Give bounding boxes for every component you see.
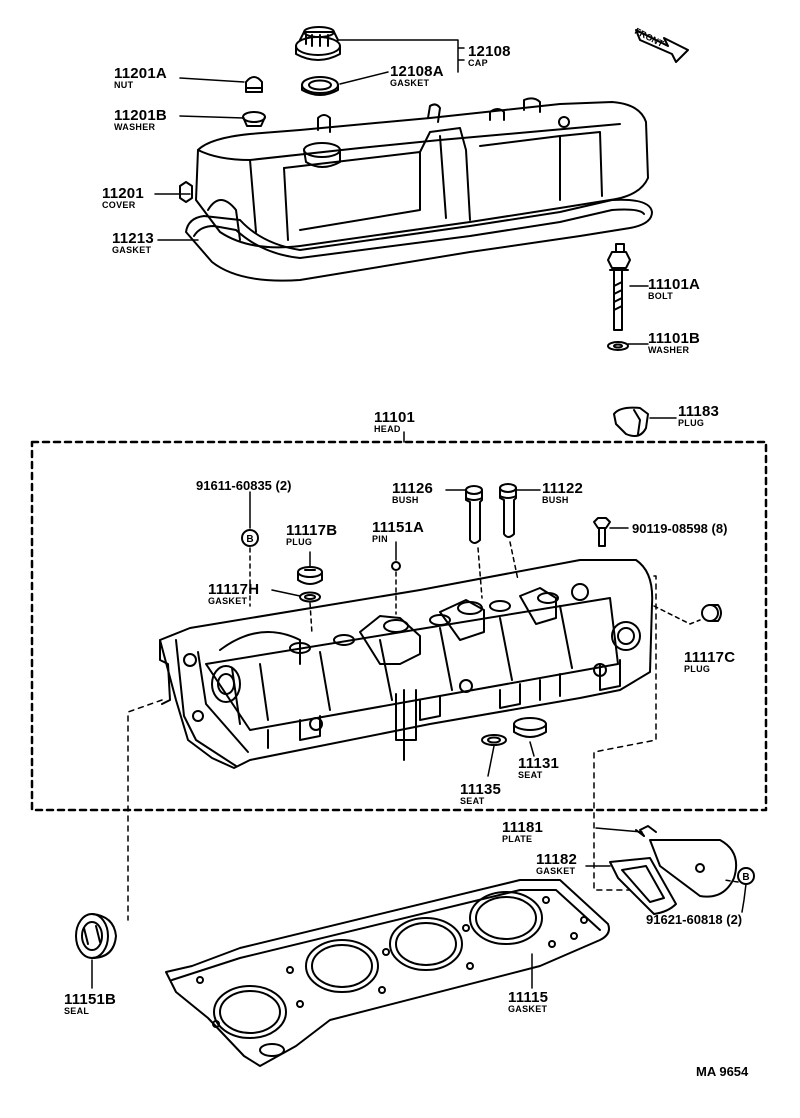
- label-11117C: 11117C PLUG: [684, 649, 736, 674]
- front-arrow-icon: FRONT: [633, 26, 689, 63]
- oil-filler-cap: [295, 26, 341, 61]
- label-11117H: 11117H GASKET: [208, 581, 260, 606]
- gasket-11182: [609, 857, 677, 915]
- head-cover-gasket: [185, 198, 653, 282]
- label-91621-60818: 91621-60818 (2): [646, 912, 743, 927]
- cap-nut: [245, 76, 263, 93]
- label-11126: 11126 BUSH: [392, 480, 434, 505]
- label-11151A: 11151A PIN: [372, 519, 425, 544]
- label-11115: 11115 GASKET: [508, 989, 549, 1014]
- label-11151B: 11151B SEAL: [64, 991, 117, 1016]
- label-11117B: 11117B PLUG: [286, 522, 338, 547]
- svg-text:B: B: [246, 534, 253, 545]
- figure-code: MA 9654: [696, 1064, 749, 1079]
- label-11201B: 11201B WASHER: [114, 107, 167, 132]
- plate-11181: [635, 825, 738, 898]
- ref-marker-lower: B: [737, 867, 755, 885]
- cap-gasket: [301, 76, 339, 96]
- plug-11117B: [297, 566, 323, 585]
- label-11182: 11182 GASKET: [536, 851, 578, 876]
- label-11101B: 11101B WASHER: [648, 330, 701, 355]
- head-assembly-boundary: [30, 440, 768, 812]
- cover-bolt: [607, 243, 631, 331]
- valve-guide-bush-11122: [499, 483, 517, 538]
- ref-marker-upper: B: [241, 529, 259, 547]
- plug-11117C: [701, 604, 722, 622]
- cap-washer: [242, 111, 266, 127]
- svg-text:B: B: [742, 872, 749, 883]
- cylinder-head-gasket: [165, 879, 610, 1067]
- label-11131: 11131 SEAT: [518, 755, 560, 780]
- label-90119-08598: 90119-08598 (8): [632, 521, 728, 536]
- label-11135: 11135 SEAT: [460, 781, 502, 806]
- cover-washer: [607, 341, 629, 351]
- seat-11131: [513, 717, 547, 738]
- oil-seal-11151B: [75, 913, 117, 959]
- label-11201A: 11201A NUT: [114, 65, 167, 90]
- label-11181: 11181 PLATE: [502, 819, 544, 844]
- gasket-11117H: [299, 591, 321, 603]
- label-11101: 11101 HEAD: [374, 409, 416, 434]
- label-11213: 11213 GASKET: [112, 230, 154, 255]
- label-12108A: 12108A GASKET: [390, 63, 444, 88]
- head-cover: [179, 97, 649, 249]
- label-11183: 11183 PLUG: [678, 403, 720, 428]
- label-11201: 11201 COVER: [102, 185, 144, 210]
- label-91611-60835: 91611-60835 (2): [196, 478, 292, 493]
- pin-11151A: [391, 561, 401, 571]
- cam-end-plug: [613, 406, 649, 437]
- label-11122: 11122 BUSH: [542, 480, 584, 505]
- label-12108: 12108 CAP: [468, 43, 511, 68]
- label-11101A: 11101A BOLT: [648, 276, 701, 301]
- valve-guide-bush-11126: [465, 485, 483, 544]
- head-bolt-90119: [593, 517, 611, 547]
- cylinder-head: [159, 559, 654, 769]
- seat-11135: [481, 734, 507, 746]
